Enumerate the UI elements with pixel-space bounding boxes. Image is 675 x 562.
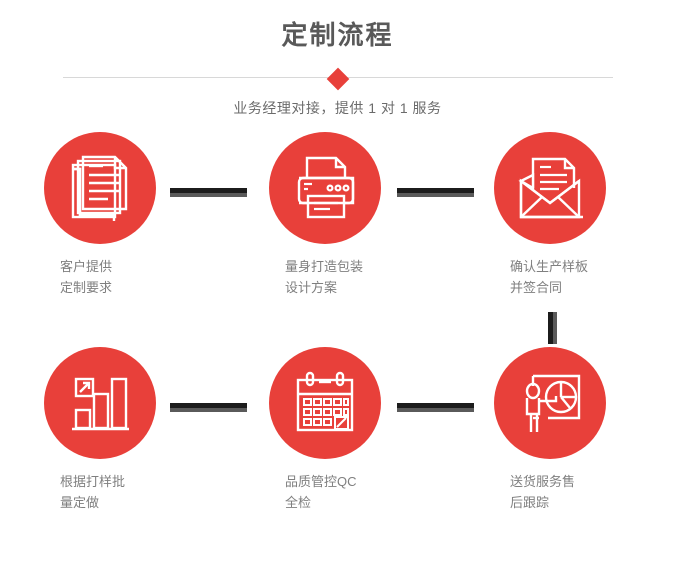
flow-step-6-circle <box>494 347 606 459</box>
connector-arrow-2 <box>397 188 474 197</box>
title-divider <box>62 67 613 91</box>
flow-step-3: 确认生产样板 并签合同 <box>450 132 675 347</box>
flow-step-3-circle <box>494 132 606 244</box>
flow-step-3-label: 确认生产样板 并签合同 <box>510 259 589 295</box>
flow-step-4: 根据打样批 量定做 <box>0 347 225 562</box>
flow-step-5-circle <box>269 347 381 459</box>
flow-step-2-circle <box>269 132 381 244</box>
presenter-pie-chart-icon <box>517 370 583 436</box>
connector-arrow-4 <box>397 403 474 412</box>
flow-step-1-circle <box>44 132 156 244</box>
envelope-document-icon <box>517 155 583 221</box>
flow-step-5: 品质管控QC 全检 <box>225 347 450 562</box>
bar-chart-growth-icon <box>67 370 133 436</box>
flow-step-6-label: 送货服务售 后跟踪 <box>510 474 576 510</box>
printer-icon <box>292 155 358 221</box>
documents-icon <box>67 155 133 221</box>
calendar-check-icon <box>292 370 358 436</box>
connector-arrow-1 <box>170 188 247 197</box>
flow-step-1-label: 客户提供 定制要求 <box>60 259 113 295</box>
flow-step-2-label: 量身打造包装 设计方案 <box>285 259 364 295</box>
connector-arrow-vertical <box>548 312 557 344</box>
flow-row-1: 客户提供 定制要求 <box>0 132 675 347</box>
page-title: 定制流程 <box>281 20 394 50</box>
page-header: 定制流程 业务经理对接，提供 1 对 1 服务 <box>0 0 675 118</box>
flow-step-6: 送货服务售 后跟踪 <box>450 347 675 562</box>
diamond-marker-icon <box>326 67 349 91</box>
process-flow: 客户提供 定制要求 <box>0 132 675 562</box>
flow-step-4-circle <box>44 347 156 459</box>
flow-step-2: 量身打造包装 设计方案 <box>225 132 450 347</box>
page-subtitle: 业务经理对接，提供 1 对 1 服务 <box>233 100 442 116</box>
flow-step-1: 客户提供 定制要求 <box>0 132 225 347</box>
flow-step-5-label: 品质管控QC 全检 <box>285 474 357 510</box>
flow-step-4-label: 根据打样批 量定做 <box>60 474 126 510</box>
flow-row-2: 根据打样批 量定做 <box>0 347 675 562</box>
connector-arrow-3 <box>170 403 247 412</box>
